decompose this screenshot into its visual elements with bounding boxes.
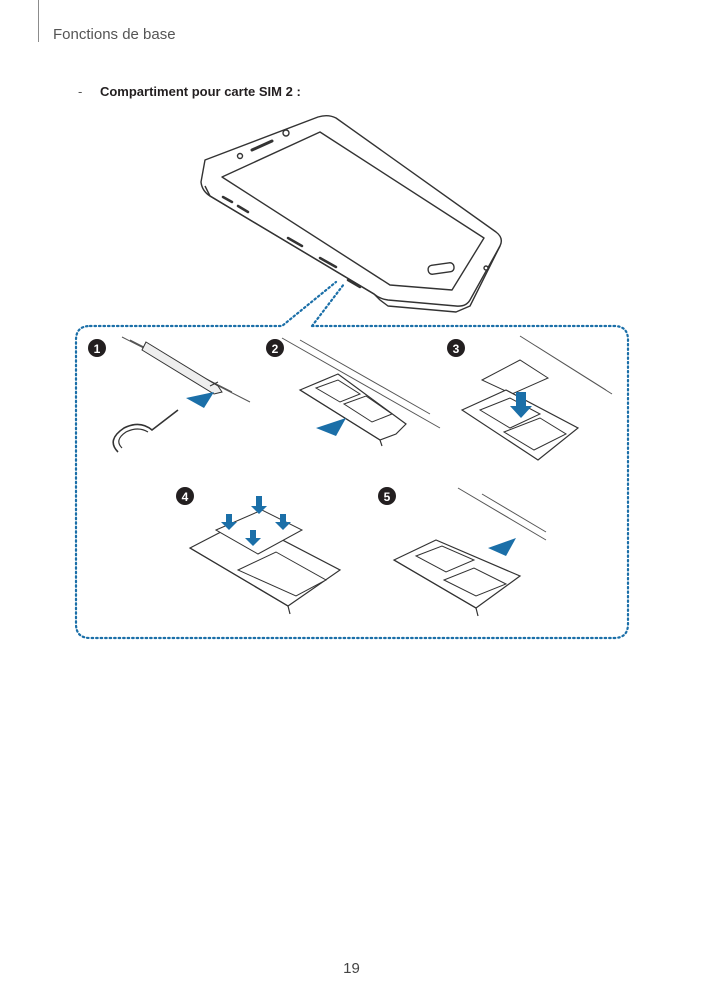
step-4-panel <box>188 496 342 615</box>
bullet-item: - Compartiment pour carte SIM 2 : <box>78 84 301 99</box>
step-1-panel <box>112 336 251 453</box>
step-1-badge: 1 <box>88 339 106 357</box>
phone-illustration <box>200 115 503 313</box>
step-4-badge: 4 <box>176 487 194 505</box>
step-3-panel <box>460 335 613 461</box>
step-2-number: 2 <box>272 342 279 356</box>
step-5-panel <box>392 487 547 617</box>
section-header: Fonctions de base <box>53 26 176 43</box>
step-3-number: 3 <box>453 342 460 356</box>
step-4-number: 4 <box>182 490 189 504</box>
step-5-number: 5 <box>384 490 391 504</box>
bullet-heading: Compartiment pour carte SIM 2 : <box>99 84 301 99</box>
step-2-badge: 2 <box>266 339 284 357</box>
step-1-number: 1 <box>94 342 101 356</box>
bullet-dash: - <box>78 84 83 99</box>
step-2-panel <box>281 337 441 447</box>
step-3-badge: 3 <box>447 339 465 357</box>
header-rule <box>38 0 39 42</box>
page-number: 19 <box>343 960 360 977</box>
step-5-badge: 5 <box>378 487 396 505</box>
callout-frame <box>74 280 630 640</box>
